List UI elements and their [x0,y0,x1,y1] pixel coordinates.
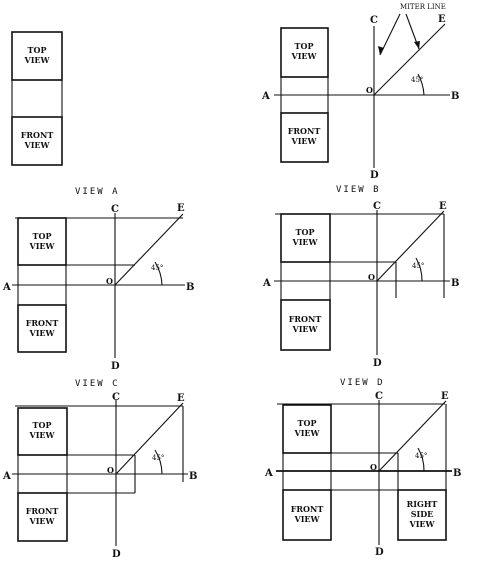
label-e: E [439,201,447,212]
label-b: B [451,91,459,102]
top-view-label-1: TOP [295,41,314,51]
angle-label: 45° [152,454,164,462]
top-view-label-2: VIEW [290,51,317,61]
front-view-label-1: FRONT [26,318,59,328]
top-view-label-2: VIEW [28,430,55,440]
front-view-label-1: FRONT [288,126,321,136]
panel-view-a: VIEW A TOP VIEW FRONT VIEW A B C D E O 4… [2,187,194,372]
top-view-label-1: TOP [33,231,52,241]
view-b-title: VIEW B [336,185,381,195]
front-view-label-2: VIEW [293,514,320,524]
miter-line [115,402,184,475]
view-c-title: VIEW C [75,379,120,389]
front-view-box [282,489,332,541]
front-view-label-1: FRONT [289,314,322,324]
top-view-label-1: TOP [298,418,317,428]
right-side-view-label-3: VIEW [408,519,435,529]
right-side-view-box [397,489,447,541]
label-e: E [438,14,446,25]
label-o: O [370,462,377,472]
label-c: C [370,15,378,26]
label-b: B [453,468,461,479]
angle-arc [417,447,425,472]
angle-label: 45° [151,264,163,272]
panel-view-d: VIEW D TOP VIEW FRONT VIEW RIGHT SIDE VI… [264,378,461,558]
miter-line [373,23,446,96]
front-view-label-2: VIEW [23,140,50,150]
angle-arc [417,73,425,96]
miter-line [378,400,447,472]
label-b: B [451,278,459,289]
angle-label: 45° [412,262,424,270]
empty-gap-box [11,79,63,119]
label-e: E [441,391,449,402]
front-view-label-2: VIEW [291,324,318,334]
label-o: O [106,276,113,286]
panel-miter: TOP VIEW FRONT VIEW MITER LINE A B C D E… [261,3,459,181]
label-c: C [111,204,119,215]
label-o: O [366,85,373,95]
label-d: D [373,358,382,369]
front-view-box [17,492,68,542]
top-view-label-2: VIEW [28,241,55,251]
right-side-view-label-2: SIDE [411,509,434,519]
panel-view-b: VIEW B TOP VIEW FRONT VIEW A B C D E O 4… [262,185,459,369]
top-view-label-2: VIEW [23,55,50,65]
label-d: D [111,361,120,372]
label-d: D [112,549,121,560]
top-view-label-1: TOP [28,45,47,55]
front-view-box [280,112,329,163]
arrowhead-icon [414,41,420,49]
label-c: C [373,201,381,212]
panel-view-c: VIEW C TOP VIEW FRONT VIEW A B C D E O 4… [2,379,197,560]
angle-label: 45° [415,452,427,460]
top-view-label-2: VIEW [293,428,320,438]
label-o: O [107,465,114,475]
view-d-title: VIEW D [340,378,385,388]
top-view-label-1: TOP [296,227,315,237]
label-a: A [261,91,270,102]
angle-arc [415,257,423,282]
label-a: A [2,471,11,482]
label-c: C [375,391,383,402]
front-view-label-2: VIEW [28,328,55,338]
label-b: B [189,471,197,482]
top-view-label-1: TOP [33,420,52,430]
label-o: O [368,272,375,282]
miter-line [114,213,184,286]
miter-line-label: MITER LINE [400,3,446,11]
top-view-box [17,407,68,456]
angle-label: 45° [411,76,423,84]
top-view-box [282,404,332,454]
top-view-box [11,31,63,81]
angle-arc [154,261,163,286]
front-view-label-2: VIEW [290,136,317,146]
front-view-label-1: FRONT [26,506,59,516]
label-d: D [370,170,379,181]
view-a-title: VIEW A [75,187,120,197]
arrowhead-icon [378,46,384,55]
panel-intro: TOP VIEW FRONT VIEW [11,31,63,166]
angle-arc [154,449,163,475]
right-side-view-label-1: RIGHT [407,499,438,509]
label-e: E [177,203,185,214]
front-view-label-1: FRONT [291,504,324,514]
front-view-label-2: VIEW [28,516,55,526]
miter-line [376,210,445,282]
label-c: C [112,392,120,403]
front-view-box [17,304,67,353]
label-e: E [177,393,185,404]
front-view-box [11,116,63,166]
label-a: A [264,468,273,479]
label-b: B [186,282,194,293]
top-view-label-2: VIEW [291,237,318,247]
front-view-box [280,299,331,351]
label-d: D [375,547,384,558]
front-view-label-1: FRONT [21,130,54,140]
label-a: A [2,282,11,293]
label-a: A [262,278,271,289]
